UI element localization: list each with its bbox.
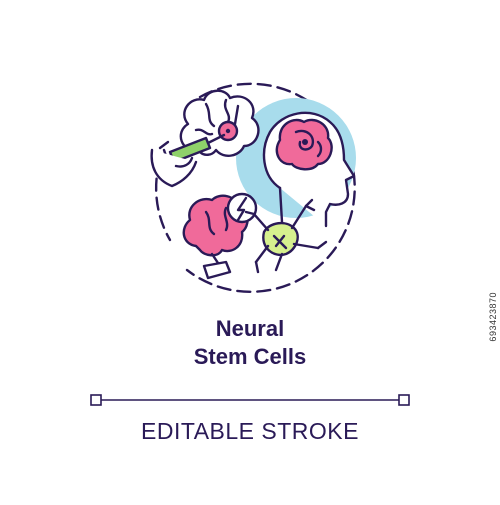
neuron-cell-icon xyxy=(244,198,328,274)
title-line-2: Stem Cells xyxy=(193,344,307,369)
right-handle xyxy=(398,394,410,406)
brain-with-syringe-icon xyxy=(150,89,260,188)
left-handle xyxy=(90,394,102,406)
editable-stroke-line xyxy=(90,394,410,406)
brain-lightning-icon xyxy=(182,192,258,280)
title-line-1: Neural xyxy=(215,316,285,341)
human-head-brain-icon xyxy=(262,111,356,228)
stock-id-watermark: 693423870 xyxy=(488,292,498,342)
editable-stroke-label: EDITABLE STROKE xyxy=(141,418,359,444)
